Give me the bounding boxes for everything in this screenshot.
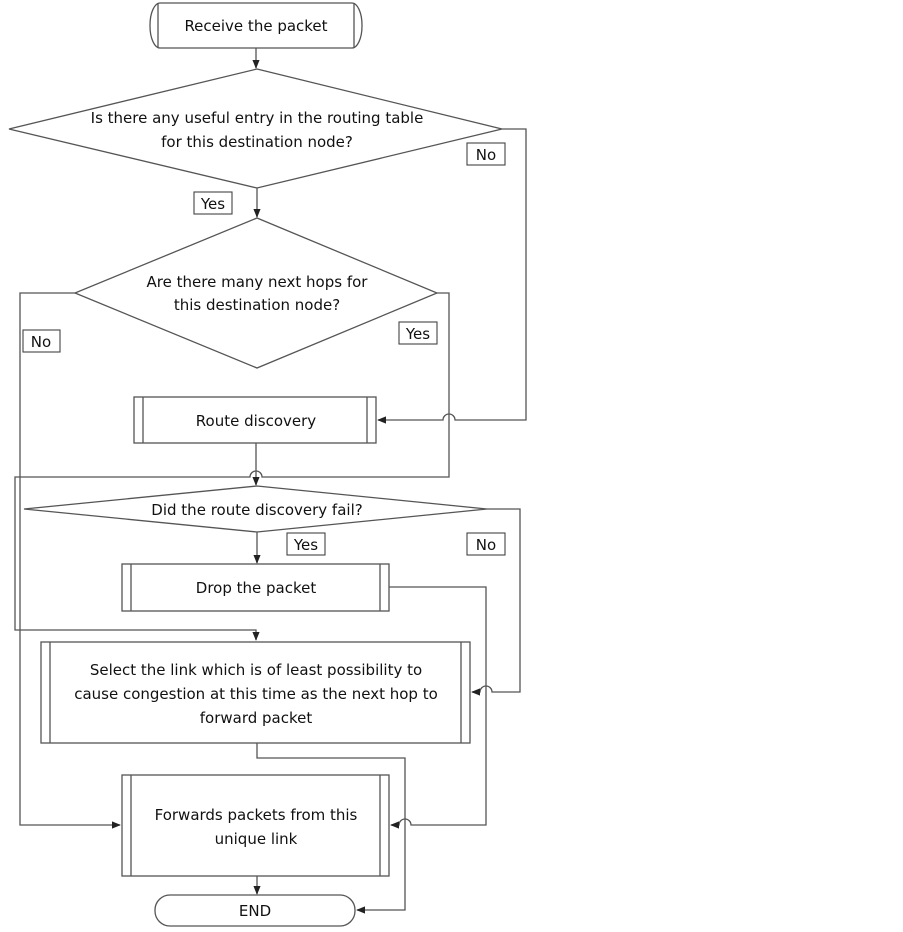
label-fail-yes: Yes [286, 532, 326, 556]
edge-hops-no [19, 292, 121, 829]
forward-line2: unique link [215, 830, 298, 848]
connectors [14, 48, 527, 914]
start-label: Receive the packet [184, 17, 327, 35]
svg-text:No: No [476, 146, 496, 164]
label-hops-yes: Yes [398, 321, 438, 345]
decision-many-hops: Are there many next hops for this destin… [73, 217, 439, 369]
select-link-line1: Select the link which is of least possib… [90, 661, 422, 679]
svg-text:No: No [31, 333, 51, 351]
edge-fail-no [471, 508, 521, 696]
svg-text:Yes: Yes [293, 536, 318, 554]
drop-packet-label: Drop the packet [196, 579, 317, 597]
svg-text:Yes: Yes [200, 195, 225, 213]
decision-hops-line1: Are there many next hops for [147, 273, 369, 291]
label-routing-yes: Yes [193, 191, 233, 215]
select-link-line3: forward packet [200, 709, 313, 727]
edge-drop-to-forward [389, 586, 487, 829]
label-fail-no: No [466, 532, 506, 556]
route-discovery-label: Route discovery [196, 412, 317, 430]
decision-discovery-fail: Did the route discovery fail? [23, 485, 488, 533]
end-node: END [154, 894, 356, 927]
drop-packet-process: Drop the packet [121, 563, 390, 612]
end-label: END [239, 902, 271, 920]
start-node: Receive the packet [149, 2, 363, 49]
decision-routing-line2: for this destination node? [161, 133, 353, 151]
decision-hops-line2: this destination node? [174, 296, 340, 314]
label-hops-no: No [22, 329, 61, 353]
forward-line1: Forwards packets from this [155, 806, 358, 824]
forward-packets-process: Forwards packets from this unique link [121, 774, 390, 877]
svg-text:Yes: Yes [405, 325, 430, 343]
decision-routing-table: Is there any useful entry in the routing… [8, 68, 503, 189]
edge-routing-no [377, 128, 527, 424]
decision-routing-line1: Is there any useful entry in the routing… [91, 109, 424, 127]
label-routing-no: No [466, 142, 506, 166]
select-link-line2: cause congestion at this time as the nex… [74, 685, 438, 703]
edge-select-to-end [256, 743, 406, 914]
select-link-process: Select the link which is of least possib… [40, 641, 471, 744]
svg-text:No: No [476, 536, 496, 554]
decision-fail-label: Did the route discovery fail? [151, 501, 362, 519]
edge-hops-yes [14, 292, 450, 641]
route-discovery-process: Route discovery [133, 396, 377, 444]
